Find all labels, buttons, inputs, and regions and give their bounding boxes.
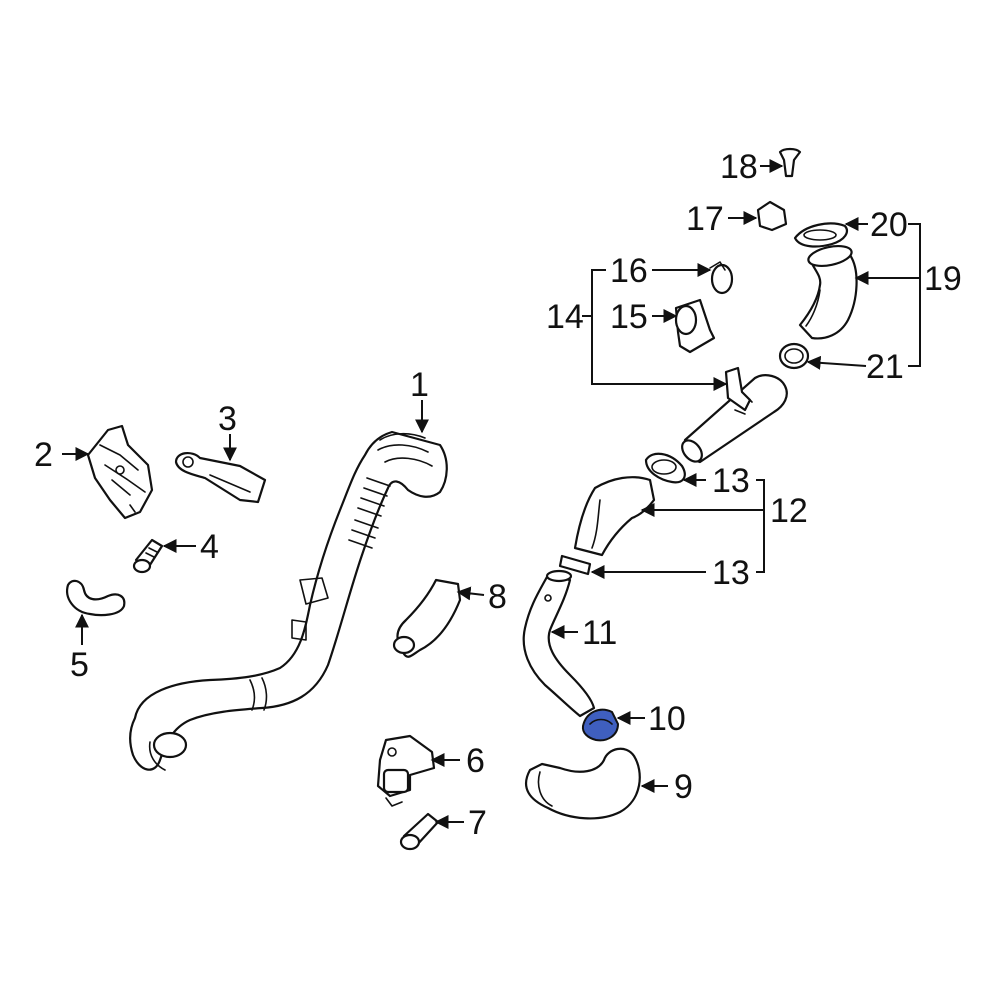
callout-2: 2 <box>34 436 53 474</box>
callout-20: 20 <box>870 206 908 244</box>
callout-6: 6 <box>466 742 485 780</box>
callout-4: 4 <box>200 528 219 566</box>
callout-18: 18 <box>720 148 758 186</box>
callout-7: 7 <box>468 804 487 842</box>
part-12-hose[interactable] <box>573 476 656 557</box>
callout-16: 16 <box>610 252 648 290</box>
callout-15: 15 <box>610 298 648 336</box>
leader-lines <box>62 159 921 829</box>
part-7-bolt[interactable] <box>399 812 440 851</box>
part-18-pin[interactable] <box>778 147 802 178</box>
part-11-hose[interactable] <box>522 569 596 718</box>
callout-21: 21 <box>866 348 904 386</box>
callout-11: 11 <box>582 614 617 652</box>
part-16-clamp[interactable] <box>709 261 734 295</box>
part-14-pipe[interactable] <box>678 366 788 465</box>
part-13-clamp-upper[interactable] <box>644 452 686 484</box>
callout-14: 14 <box>546 298 584 336</box>
callout-labels: 1 2 3 4 5 6 7 8 9 10 11 12 13 13 14 15 1… <box>34 148 962 842</box>
callout-12: 12 <box>770 492 808 530</box>
part-8-short-hose[interactable] <box>392 578 462 658</box>
part-5-small-hose[interactable] <box>66 579 126 617</box>
part-10-clamp[interactable] <box>581 708 620 742</box>
callout-13-lower: 13 <box>712 554 750 592</box>
part-17-clip[interactable] <box>756 200 788 232</box>
callout-1: 1 <box>410 366 429 404</box>
part-1-intake-pipe[interactable] <box>129 430 448 771</box>
part-20-gasket[interactable] <box>793 222 848 248</box>
callout-8: 8 <box>488 578 507 616</box>
callout-13-upper: 13 <box>712 462 750 500</box>
callout-10: 10 <box>648 700 686 738</box>
part-3-strap-bracket[interactable] <box>174 452 267 504</box>
callout-19: 19 <box>924 260 962 298</box>
part-9-lower-hose[interactable] <box>524 747 641 820</box>
part-19-elbow-hose[interactable] <box>798 243 858 340</box>
part-6-valve[interactable] <box>376 734 436 807</box>
part-21-clamp[interactable] <box>778 342 810 370</box>
part-4-bolt[interactable] <box>132 538 164 574</box>
part-2-bracket[interactable] <box>86 424 154 520</box>
part-15-reducer[interactable] <box>674 298 716 354</box>
callout-17: 17 <box>686 200 724 238</box>
callout-9: 9 <box>674 768 693 806</box>
part-13-clamp-lower[interactable] <box>558 554 592 576</box>
callout-5: 5 <box>70 646 89 684</box>
callout-3: 3 <box>218 400 237 438</box>
